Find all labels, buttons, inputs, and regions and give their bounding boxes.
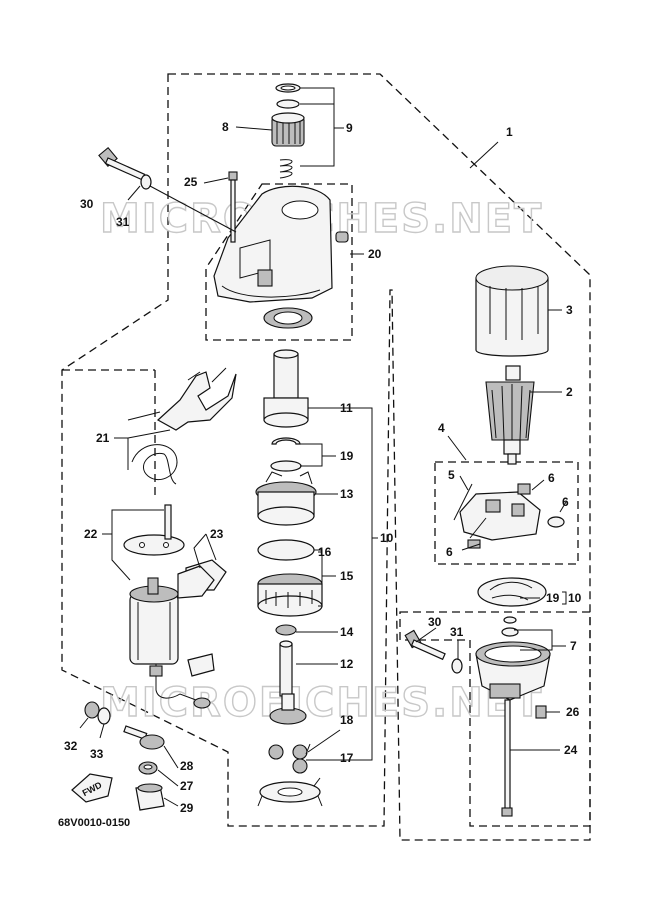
callout-24: 24	[564, 743, 578, 757]
pinion-gear	[271, 112, 305, 147]
washer-31-left	[140, 174, 152, 190]
yoke-cable	[149, 664, 211, 709]
brush-6-top	[517, 483, 531, 495]
through-bolt-24	[501, 699, 513, 817]
callout-30-left: 30	[80, 197, 94, 211]
pinion-collar	[276, 99, 300, 109]
fwd-arrow: FWD	[71, 773, 113, 803]
callout-21: 21	[96, 431, 110, 445]
callout-4: 4	[438, 421, 445, 435]
planet-gear-plate-17	[257, 781, 323, 807]
nut-27	[138, 761, 158, 775]
callout-26: 26	[566, 705, 580, 719]
callout-29: 29	[180, 801, 194, 815]
callout-8: 8	[222, 120, 229, 134]
callout-3: 3	[566, 303, 573, 317]
callout-20: 20	[368, 247, 382, 261]
washer-33	[97, 707, 111, 725]
washer-31-right	[451, 658, 463, 674]
callout-11: 11	[340, 401, 353, 415]
callout-6-left: 6	[446, 545, 453, 559]
planetary-gear-carrier-13	[255, 471, 317, 526]
callout-23: 23	[210, 527, 224, 541]
terminal-boot-small	[187, 653, 215, 677]
callout-27: 27	[180, 779, 194, 793]
armature-2	[485, 365, 535, 465]
screw-26	[535, 705, 547, 719]
pinion-shaft-12	[269, 640, 307, 725]
brush-plate-19	[477, 577, 547, 607]
drive-end-plate	[123, 504, 185, 556]
brush-holder-4-boundary	[434, 461, 579, 565]
drawing-code: 68V0010-0150	[58, 817, 130, 829]
terminal-bolt-28	[123, 725, 165, 750]
internal-gear-15	[257, 573, 323, 617]
motor-yoke	[129, 577, 179, 665]
callout-7: 7	[570, 639, 577, 653]
thrust-washer-19	[270, 460, 302, 472]
brush-holder-assembly-5	[453, 483, 541, 541]
pinion-stop-ring	[275, 83, 301, 93]
pinion-spring	[279, 159, 293, 179]
callout-14: 14	[340, 625, 354, 639]
assembly-1-boundary	[61, 73, 591, 841]
watermark-bottom: MICROFICHES.NET	[100, 680, 543, 726]
terminal-cap-29	[135, 783, 165, 811]
callout-6-top: 6	[548, 471, 555, 485]
callout-31-right: 31	[450, 625, 464, 639]
shift-lever	[156, 367, 237, 431]
snap-ring-19	[271, 437, 301, 445]
callout-15: 15	[340, 569, 354, 583]
callout-13: 13	[340, 487, 354, 501]
callout-28: 28	[180, 759, 194, 773]
callout-17: 17	[340, 751, 354, 765]
nut-32	[84, 701, 100, 719]
gear-case-bushing	[263, 307, 313, 329]
callout-1: 1	[506, 125, 513, 139]
shaft-bushing-14	[275, 624, 297, 636]
brush-6-left	[467, 539, 481, 549]
callout-22: 22	[84, 527, 98, 541]
lever-spring	[131, 444, 178, 485]
bolt-30-axis-line	[149, 185, 237, 233]
callout-32: 32	[64, 739, 78, 753]
yoke-3	[475, 265, 549, 357]
internal-gear-ring-16	[257, 539, 315, 561]
callout-10-center: 10	[380, 531, 394, 545]
callout-18: 18	[340, 713, 354, 727]
bracket-19-10	[562, 591, 567, 605]
leader-lines	[79, 87, 567, 807]
callout-30-right: 30	[428, 615, 442, 629]
bolt-30-left	[98, 147, 146, 181]
gear-case-20-boundary	[205, 183, 353, 341]
callout-19-center: 19	[340, 449, 354, 463]
rear-cover-24-boundary	[399, 611, 591, 827]
callout-12: 12	[340, 657, 354, 671]
callout-33: 33	[90, 747, 104, 761]
drive-clutch-assembly	[263, 349, 309, 428]
gear-case-housing	[213, 185, 349, 303]
lever-assembly-boundary	[62, 369, 156, 500]
callout-5: 5	[448, 468, 455, 482]
thrust-washers-7	[501, 616, 519, 637]
brush-spring-6-right	[547, 516, 565, 528]
callout-25: 25	[184, 175, 198, 189]
callout-10-right: 10	[568, 591, 582, 605]
planet-gear-set-18	[268, 744, 308, 774]
callout-9: 9	[346, 121, 353, 135]
callout-19-right: 19	[546, 591, 560, 605]
through-bolt-25	[228, 171, 238, 243]
callout-6-right: 6	[562, 495, 569, 509]
bolt-30-right	[404, 629, 446, 661]
callout-16: 16	[318, 545, 332, 559]
callout-31-left: 31	[116, 215, 130, 229]
callout-2: 2	[566, 385, 573, 399]
